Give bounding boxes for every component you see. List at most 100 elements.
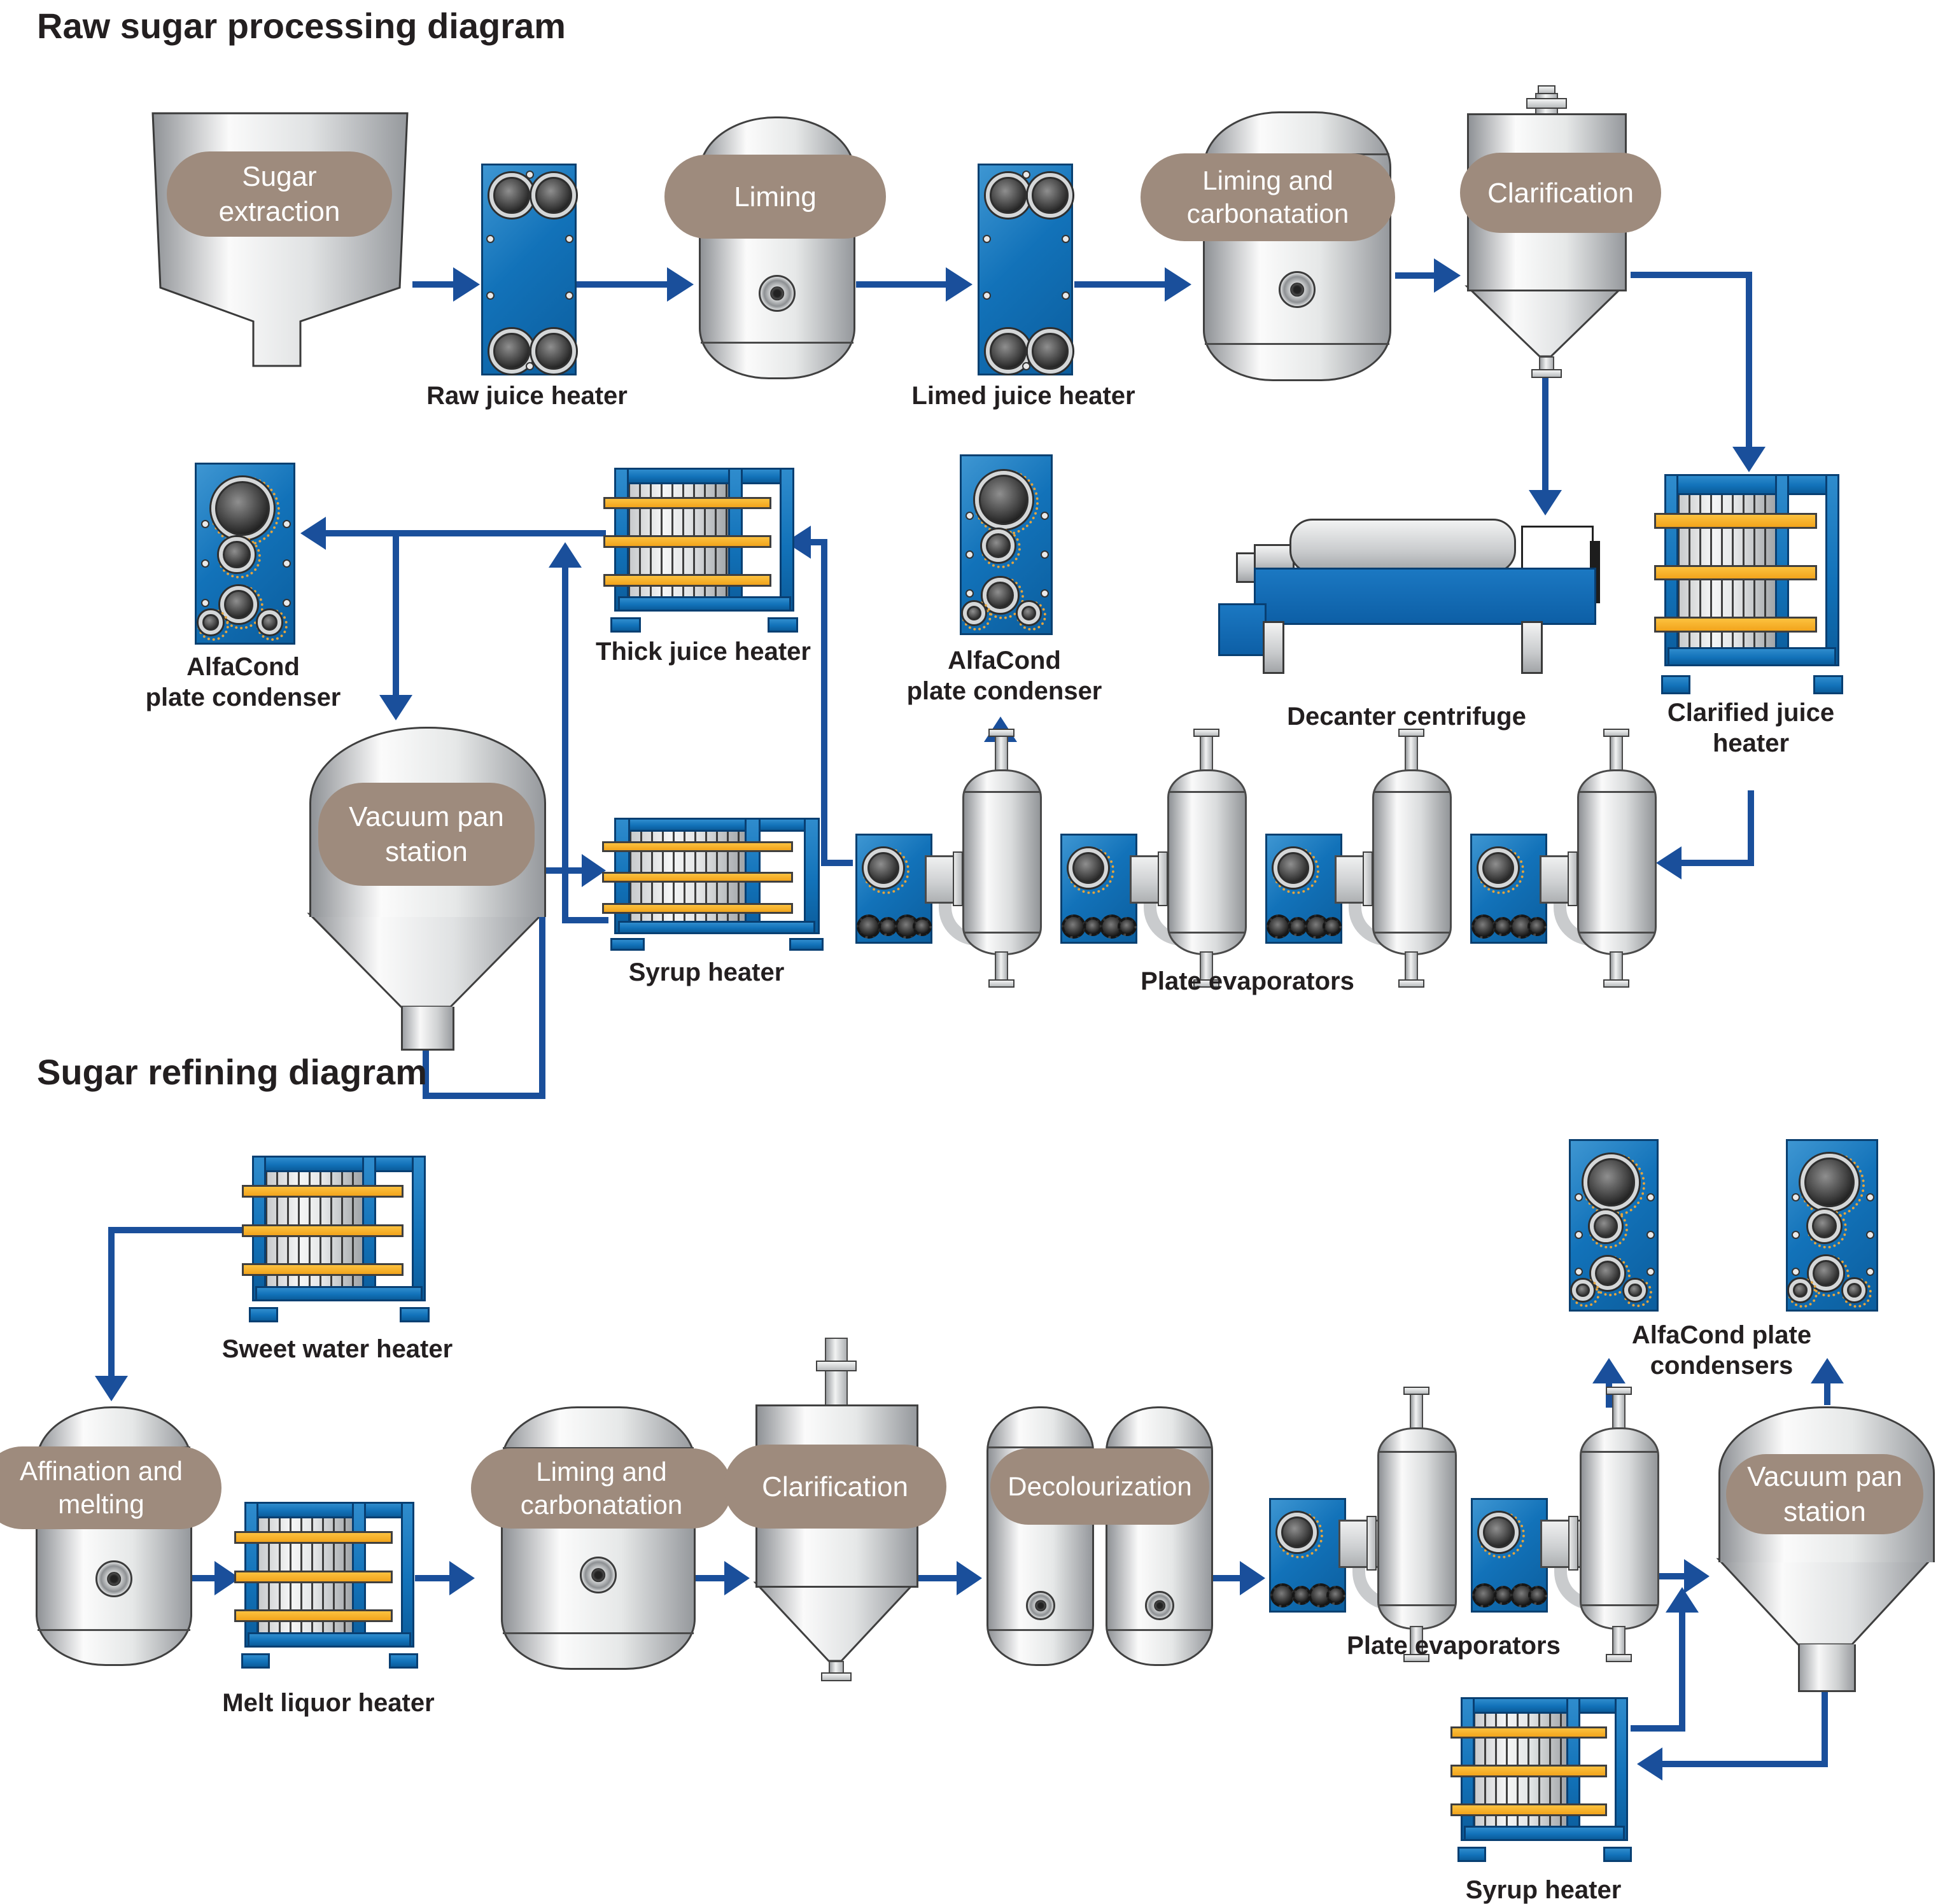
alfacond-condenser-mid-port-bottom-teeth <box>981 577 1024 619</box>
alfacond-condenser-1-bolt-4 <box>1574 1268 1583 1277</box>
liming-carbonatation-vessel-2 <box>501 1406 696 1670</box>
raw-juice-heater-bolt-1 <box>565 235 573 244</box>
plate-evaporator-5-plate <box>1471 1498 1548 1613</box>
plate-evaporator-1-bottom-flange <box>1193 979 1219 988</box>
plate-evaporator-2-gear-1 <box>1288 917 1307 936</box>
plate-evaporator-1-top-pipe <box>1200 734 1213 773</box>
melt-liquor-heater <box>234 1502 418 1669</box>
plate-evaporator-2-gear-3 <box>1323 917 1342 936</box>
alfacond-condenser-2-port-bl <box>1789 1279 1811 1301</box>
alfacond-condenser-mid-port-bottom <box>983 578 1018 613</box>
label-melt-liquor-heater: Melt liquor heater <box>222 1689 435 1717</box>
plate-evaporator-1-top-flange <box>1193 729 1219 737</box>
plate-evaporator-2-drum-flange <box>1363 851 1373 906</box>
alfacond-condenser-mid-bolt-3 <box>1040 550 1049 559</box>
plate-evaporator-1-gear-1 <box>1083 917 1102 936</box>
decanter-leg-right <box>1521 621 1543 674</box>
limed-juice-heater <box>978 164 1073 375</box>
plate-evaporator-3-vessel <box>1577 769 1657 955</box>
title-sugar-refining: Sugar refining diagram <box>37 1052 427 1092</box>
plate-evaporator-2-gear-0 <box>1267 914 1291 939</box>
syrup-heater-bottom-tie-bar-2 <box>1450 1803 1607 1816</box>
thick-juice-heater-frame-right <box>780 468 795 612</box>
alfacond-condenser-left-bolt-1 <box>282 520 291 529</box>
alfacond-condenser-2 <box>1786 1139 1878 1312</box>
plate-evaporator-1-port-teeth <box>1067 847 1114 894</box>
plate-evaporator-5-top-pipe <box>1612 1392 1626 1431</box>
syrup-heater-top-frame-bottom <box>618 921 816 934</box>
melt-liquor-heater-tie-bar-1 <box>234 1570 393 1583</box>
affination-flange <box>95 1560 132 1597</box>
syrup-heater-bottom-tie-bar-1 <box>1450 1765 1607 1778</box>
syrup-heater-top-frame-top <box>614 818 818 832</box>
plate-evaporator-4-gear-3 <box>1326 1586 1345 1605</box>
plate-evaporator-5-top-flange <box>1606 1387 1632 1395</box>
melt-liquor-heater-foot-right <box>389 1653 418 1669</box>
bubble-clarification-2: Clarification <box>724 1445 946 1529</box>
alfacond-condenser-mid-port-top <box>974 470 1033 529</box>
plate-evaporator-5-port <box>1479 1513 1519 1552</box>
decanter-drive-box <box>1218 603 1267 656</box>
alfacond-condenser-mid-port-mid-teeth <box>980 528 1022 569</box>
alfacond-condenser-mid-port-br <box>1017 601 1040 624</box>
bubble-vacuum-pan-top: Vacuum pan station <box>318 783 535 886</box>
clarified-juice-heater-foot-left <box>1661 675 1691 694</box>
decanter-leg-left <box>1263 621 1284 674</box>
plate-evaporator-3-top-flange <box>1603 729 1629 737</box>
alfacond-condenser-1-port-mid <box>1590 1210 1622 1242</box>
sweet-water-heater-tie-bar-1 <box>241 1224 404 1237</box>
alfacond-condenser-left <box>195 463 295 645</box>
plate-evaporator-2-port-teeth <box>1272 847 1319 894</box>
alfacond-condenser-left-bolt-5 <box>282 598 291 607</box>
limed-juice-heater-port-0 <box>986 173 1030 218</box>
plate-evaporator-1-gear-3 <box>1118 917 1137 936</box>
alfacond-condenser-1-port-br <box>1624 1279 1647 1301</box>
alfacond-condenser-1-port-top-teeth <box>1582 1153 1646 1217</box>
plate-evaporator-2-bottom-flange <box>1398 979 1424 988</box>
syrup-heater-top-frame-right <box>803 818 820 934</box>
alfacond-condenser-2-bolt-1 <box>1865 1193 1874 1202</box>
limed-juice-heater-bolt-3 <box>1061 291 1070 300</box>
plate-evaporator-0-port-teeth <box>862 847 909 894</box>
raw-juice-heater-bolt-5 <box>526 361 534 370</box>
vacuum-pan-cone-top <box>307 913 545 1008</box>
alfacond-condenser-mid-port-bl <box>963 601 986 624</box>
clarified-juice-heater <box>1654 474 1843 694</box>
alfacond-condenser-mid <box>960 454 1053 635</box>
clarifier-cone-top <box>1464 285 1626 358</box>
limed-juice-heater-bolt-5 <box>1022 361 1030 370</box>
raw-juice-heater-bolt-4 <box>526 171 534 179</box>
alfacond-condenser-1-port-br-teeth <box>1623 1278 1653 1308</box>
alfacond-condenser-left-port-top <box>211 477 274 540</box>
decanter-inlet-box <box>1521 526 1594 571</box>
bubble-clarification: Clarification <box>1460 153 1661 233</box>
alfacond-condenser-left-bolt-0 <box>201 520 210 529</box>
thick-juice-heater-frame-bottom <box>617 596 791 612</box>
plate-evaporator-0-plate <box>855 834 932 944</box>
label-sweet-water-heater: Sweet water heater <box>221 1335 453 1363</box>
plate-evaporator-1-plate <box>1060 834 1137 944</box>
clarifier-bottom-flange <box>1531 369 1562 378</box>
alfacond-condenser-2-bolt-0 <box>1792 1193 1801 1202</box>
alfacond-condenser-left-port-mid-teeth <box>218 535 261 579</box>
alfacond-condenser-mid-bolt-0 <box>965 511 974 520</box>
alfacond-condenser-left-port-bl-teeth <box>197 609 229 641</box>
sweet-water-heater-tie-bar-0 <box>241 1185 404 1198</box>
alfacond-condenser-1-bolt-0 <box>1574 1193 1583 1202</box>
plate-evaporator-0-bottom-pipe <box>995 951 1008 982</box>
syrup-heater-top-tie-bar-0 <box>601 841 794 852</box>
alfacond-condenser-1-bolt-2 <box>1574 1230 1583 1239</box>
clarifier-top-pipe-cap <box>1538 85 1555 94</box>
plate-evaporator-0-gear-0 <box>857 914 881 939</box>
plate-evaporator-1-vessel <box>1167 769 1247 955</box>
alfacond-condenser-mid-port-bl-teeth <box>962 600 992 631</box>
alfacond-condenser-left-port-bl <box>199 610 223 634</box>
alfacond-condenser-mid-port-mid <box>981 529 1015 563</box>
label-decanter: Decanter centrifuge <box>1287 703 1526 731</box>
melt-liquor-heater-tie-bar-2 <box>234 1609 393 1623</box>
thick-juice-heater-foot-left <box>610 617 642 633</box>
vacuum-pan-bottom-spout <box>1798 1644 1856 1692</box>
title-raw-sugar: Raw sugar processing diagram <box>37 6 566 46</box>
plate-evaporator-4-top-flange <box>1403 1387 1429 1395</box>
plate-evaporator-3-port <box>1478 848 1518 888</box>
